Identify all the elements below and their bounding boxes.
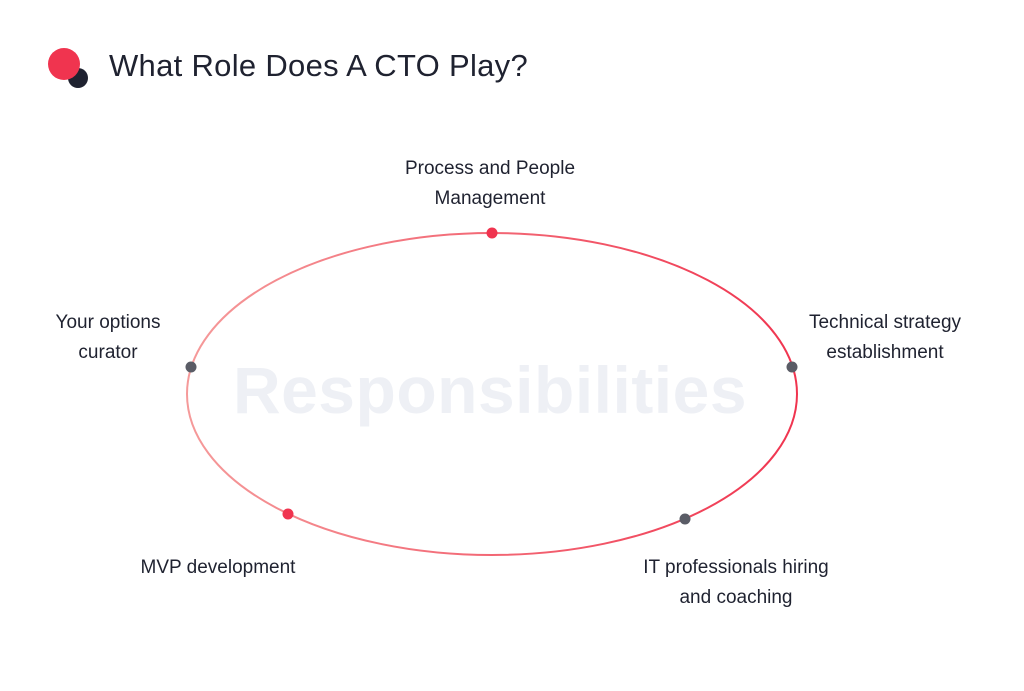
node-label-line: and coaching [679,587,793,608]
node-label-line: curator [78,342,138,363]
logo-icon [48,48,88,88]
node-label-line: Management [434,188,546,209]
node-dot-left [185,361,197,373]
cycle-ring [186,232,798,556]
node-label-line: establishment [826,342,944,363]
node-label-left: Your options curator [34,308,182,368]
center-watermark-label: Responsibilities [232,353,748,427]
node-label-line: Technical strategy [808,312,962,333]
node-dot-bottom-left [282,508,294,520]
node-label-bottom-right: IT professionals hiring and coaching [622,553,850,613]
node-label-line: MVP development [140,557,296,578]
node-dot-top [486,227,498,239]
node-label-line: Process and People [404,158,576,179]
node-label-bottom-left: MVP development [118,553,318,583]
page-title: What Role Does A CTO Play? [109,48,529,83]
node-label-right: Technical strategy establishment [790,308,980,368]
node-label-line: IT professionals hiring [643,557,829,578]
node-dot-bottom-right [679,513,691,525]
node-label-top: Process and People Management [380,154,600,214]
node-label-line: Your options [55,312,161,333]
node-dot-right [786,361,798,373]
